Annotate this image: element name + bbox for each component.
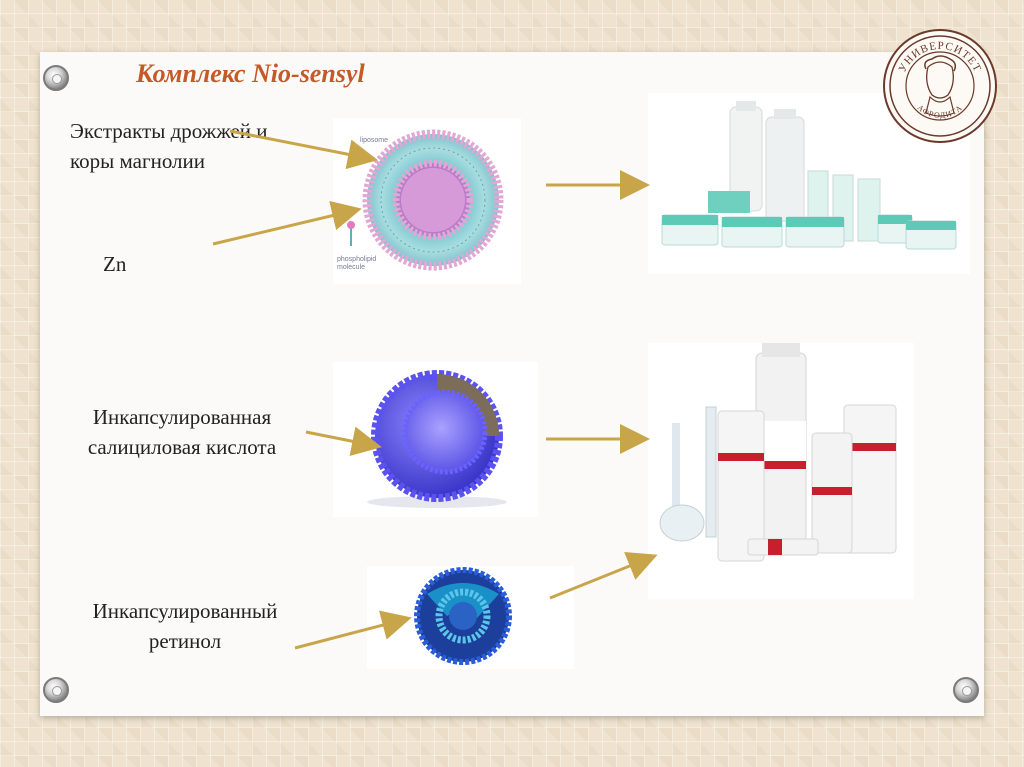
label-salicylic-acid: Инкапсулированная салициловая кислота: [47, 402, 317, 462]
seal-icon: УНИВЕРСИТЕТ АФРОДИТА: [880, 27, 1000, 145]
nanosphere-icon: [333, 362, 538, 517]
retinol-sphere-icon: [367, 566, 574, 669]
encapsulated-sphere-image: [333, 362, 538, 517]
liposome-caption: liposome: [360, 137, 388, 144]
phospholipid-caption: phospholipid molecule: [337, 256, 377, 272]
label-retinol: Инкапсулированный ретинол: [60, 596, 310, 656]
university-seal-logo: УНИВЕРСИТЕТ АФРОДИТА: [880, 27, 1000, 145]
pin-bottom-left-icon: [43, 677, 69, 703]
pin-bottom-right-icon: [953, 677, 979, 703]
comodex-products-icon: [648, 343, 914, 599]
slide-title: Комплекс Nio-sensyl: [136, 59, 365, 89]
label-extracts: Экстракты дрожжей и коры магнолии: [70, 116, 300, 176]
liposome-image: liposome phospholipid molecule: [333, 118, 521, 284]
products-photo-2: [648, 343, 914, 599]
label-zn: Zn: [103, 249, 126, 279]
retinol-sphere-image: [367, 566, 574, 669]
pin-top-left-icon: [43, 65, 69, 91]
